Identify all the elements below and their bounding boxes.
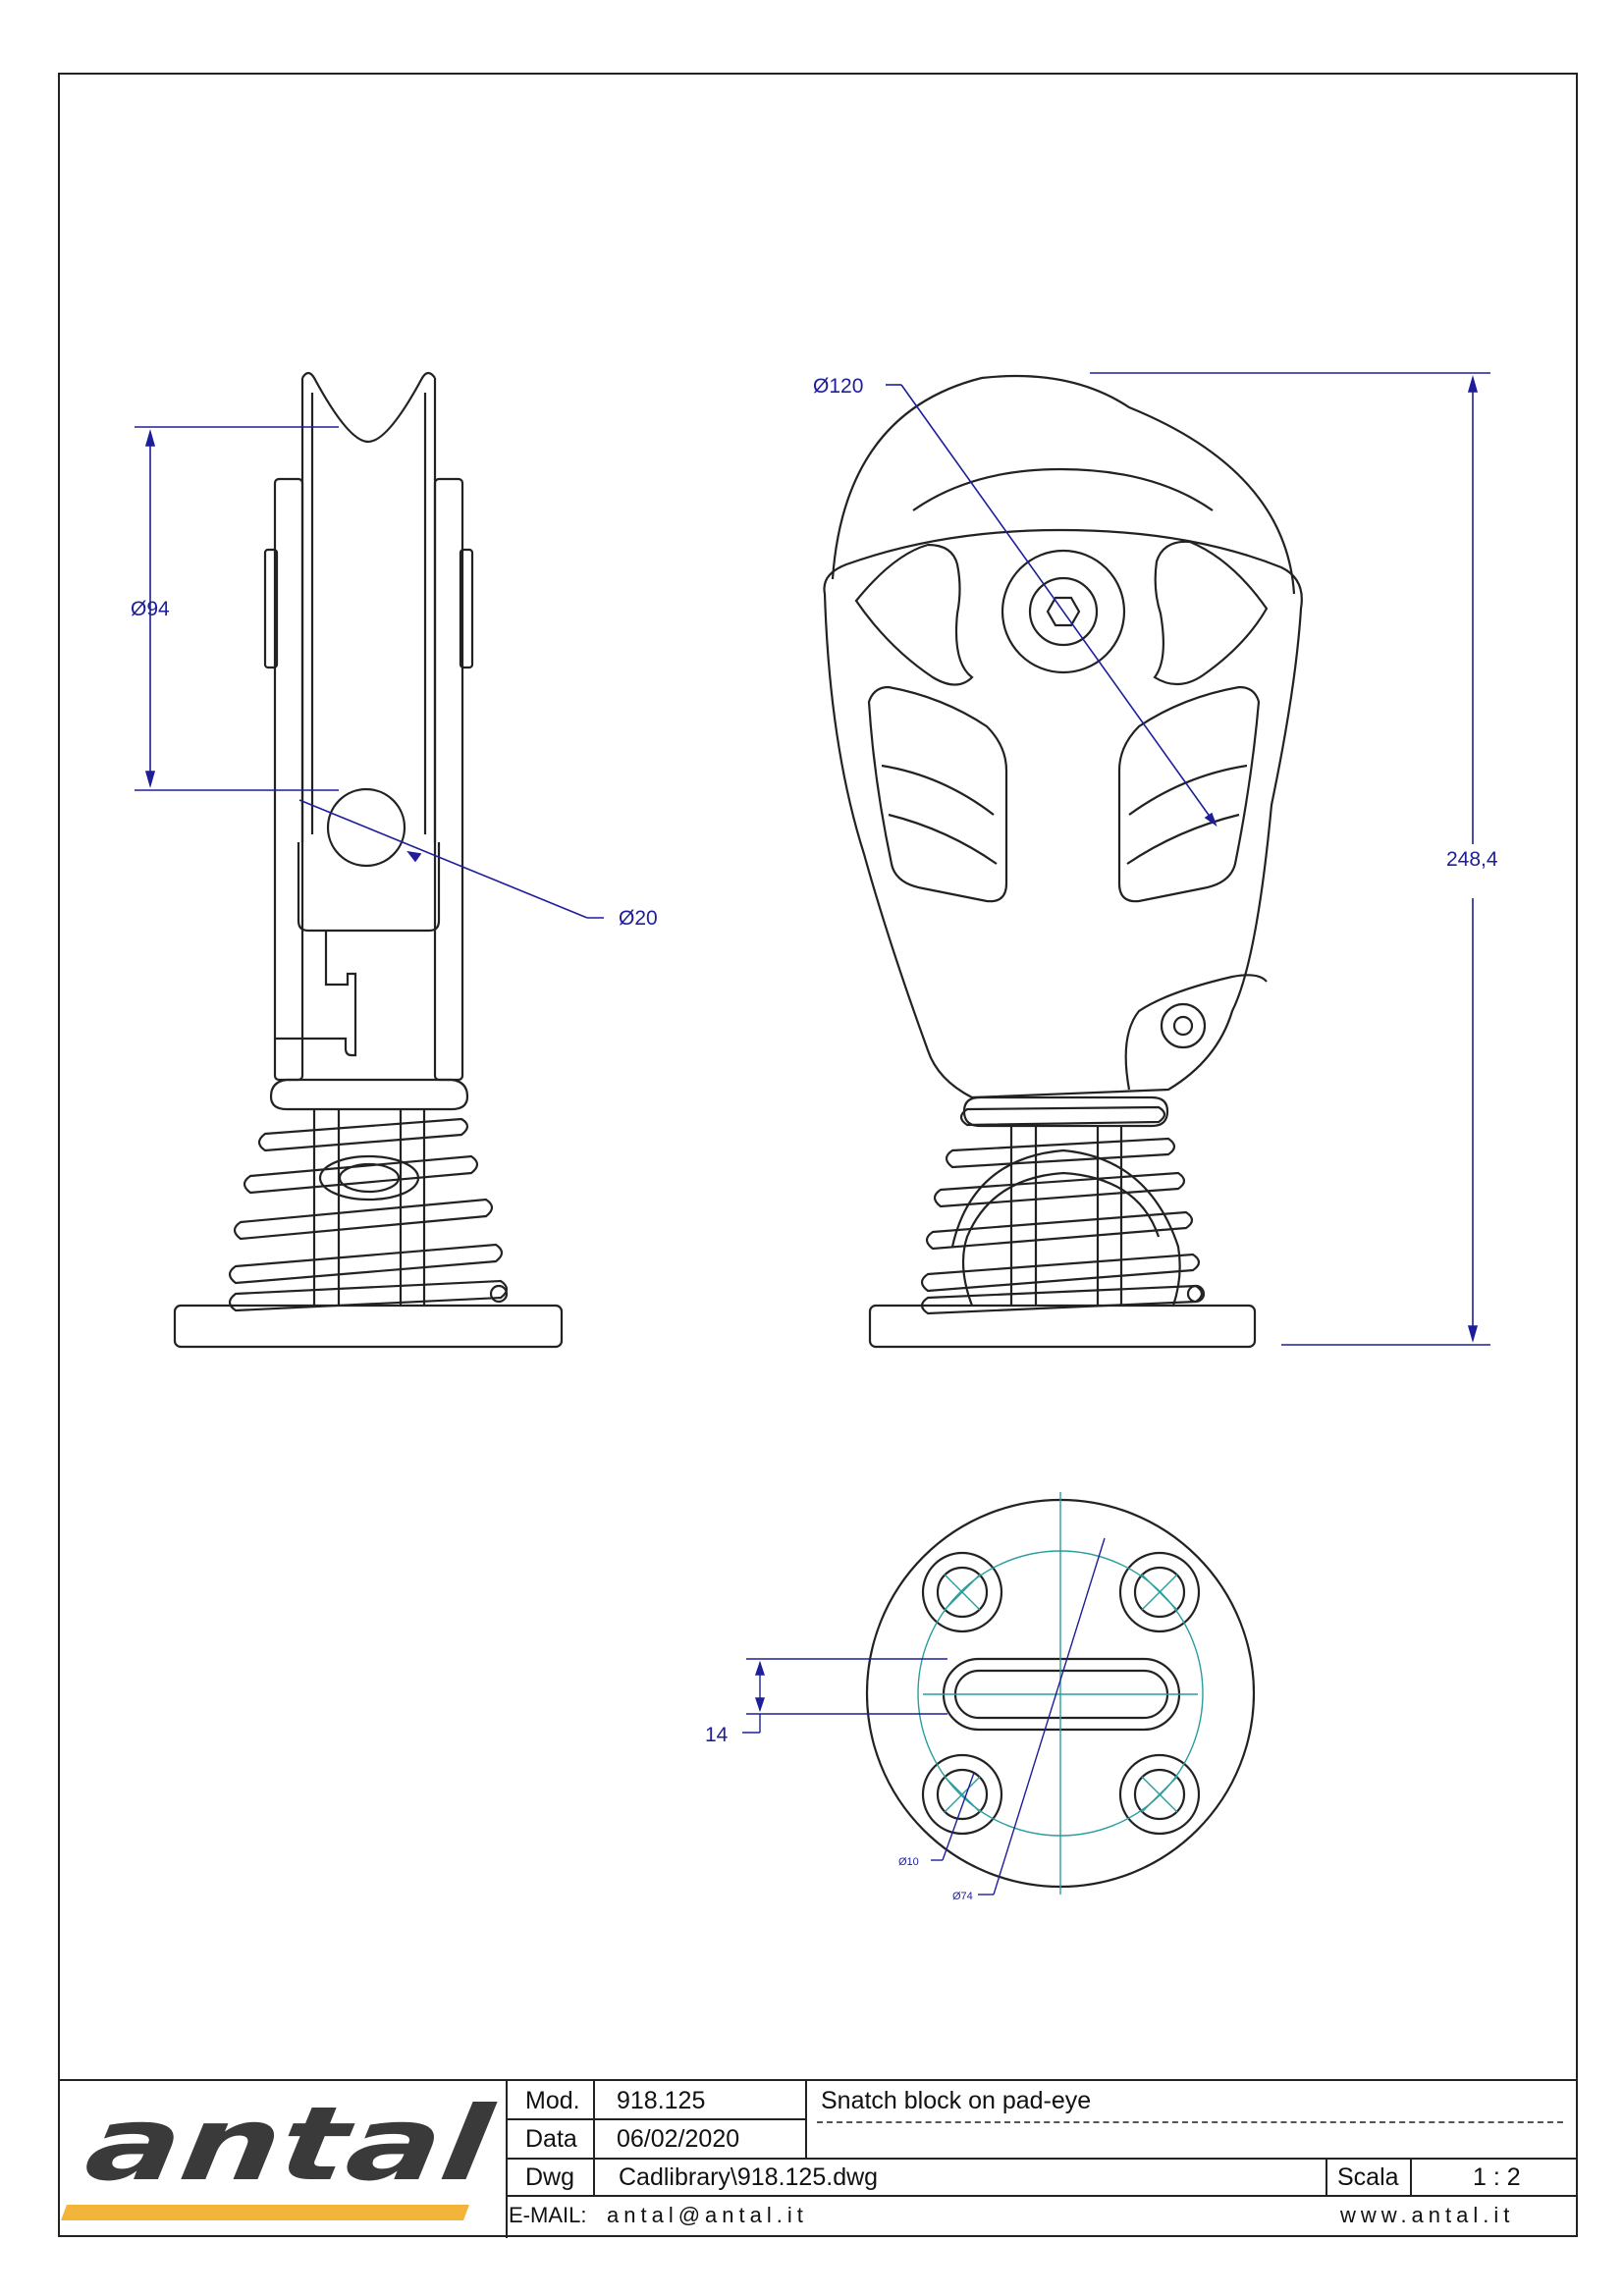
website-link[interactable]: www.antal.it xyxy=(1340,2203,1515,2227)
dim-side-pin-diameter: Ø20 xyxy=(619,907,658,930)
tb-col-line-1 xyxy=(593,2081,595,2195)
logo-accent-bar xyxy=(61,2205,469,2220)
logo-cell: antal xyxy=(59,2081,508,2238)
tb-row-line-3 xyxy=(506,2195,1577,2197)
base-centerlines xyxy=(917,1492,1204,1895)
side-dimensions xyxy=(135,426,604,919)
front-view xyxy=(823,374,1303,1349)
mod-value: 918.125 xyxy=(617,2087,706,2114)
dwg-value: Cadlibrary\918.125.dwg xyxy=(619,2163,879,2191)
email-value[interactable]: antal@antal.it xyxy=(607,2203,808,2227)
side-view xyxy=(173,371,564,1349)
tb-col-line-3 xyxy=(1325,2158,1327,2195)
email-label: E-MAIL: xyxy=(509,2203,587,2227)
dim-overall-height: 248,4 xyxy=(1446,848,1498,871)
tb-col-line-2 xyxy=(805,2081,807,2158)
data-label: Data xyxy=(525,2125,577,2153)
front-dimensions xyxy=(886,372,1490,1346)
dim-slot-width: 14 xyxy=(705,1724,729,1746)
antal-logo: antal xyxy=(61,2084,500,2220)
tb-row-line-1 xyxy=(506,2118,806,2120)
sheet-border xyxy=(58,73,1578,2237)
dim-side-sheave-diameter: Ø94 xyxy=(131,598,170,620)
scala-value: 1 : 2 xyxy=(1473,2163,1521,2191)
description-text: Snatch block on pad-eye xyxy=(821,2087,1092,2114)
description-underline xyxy=(817,2121,1563,2123)
tb-row-line-2 xyxy=(506,2158,1577,2160)
data-value: 06/02/2020 xyxy=(617,2125,740,2153)
tb-col-line-4 xyxy=(1410,2158,1412,2195)
title-block: antal Mod. 918.125 Snatch block on pad-e… xyxy=(59,2079,1577,2238)
base-dimensions xyxy=(742,1537,1106,1896)
logo-text: antal xyxy=(79,2084,500,2203)
dwg-label: Dwg xyxy=(525,2163,575,2191)
dim-bolt-hole-diameter: Ø10 xyxy=(898,1856,919,1868)
dim-bolt-circle-diameter: Ø74 xyxy=(952,1891,973,1902)
scala-label: Scala xyxy=(1337,2163,1399,2191)
mod-label: Mod. xyxy=(525,2087,580,2114)
dim-front-sheave-diameter: Ø120 xyxy=(813,375,863,398)
